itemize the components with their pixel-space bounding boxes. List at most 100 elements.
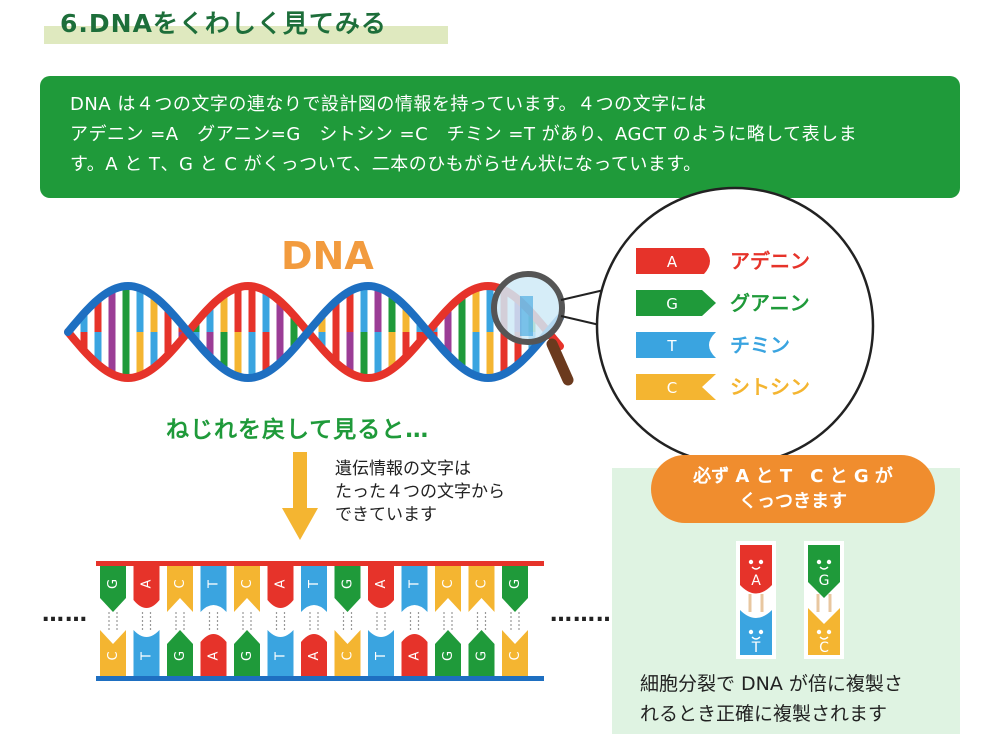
note-line-1: 遺伝情報の文字は — [335, 459, 471, 479]
bottom-base-C — [334, 630, 361, 676]
bottom-base-letter: G — [173, 651, 188, 661]
top-base-A — [133, 566, 160, 608]
top-base-G — [334, 566, 361, 612]
bottom-base-letter: A — [307, 651, 322, 660]
top-base-letter: C — [475, 579, 490, 588]
replication-text: 細胞分裂で DNA が倍に複製さ れるとき正確に複製されます — [640, 669, 903, 729]
pair-note-line-2: くっつきます — [739, 491, 847, 512]
bottom-base-letter: C — [508, 651, 523, 660]
title-highlight-band — [44, 26, 448, 44]
bottom-base-letter: G — [441, 651, 456, 661]
bottom-base-letter: G — [475, 651, 490, 661]
bottom-base-G — [435, 630, 461, 676]
pair-bottom-base-C — [808, 608, 840, 655]
replication-line-2: れるとき正確に複製されます — [640, 703, 888, 725]
top-base-T — [200, 566, 227, 612]
top-base-C — [167, 566, 193, 612]
legend-letter: G — [666, 295, 678, 313]
legend-tag-G — [636, 290, 716, 316]
bottom-base-A — [401, 634, 428, 676]
bottom-base-A — [301, 634, 327, 676]
top-base-letter: G — [341, 579, 356, 589]
top-base-A — [267, 566, 294, 608]
section-title: 6.DNAをくわしく見てみる — [38, 0, 448, 48]
legend-letter: A — [667, 253, 678, 271]
top-base-letter: G — [508, 579, 523, 589]
bottom-base-G — [468, 630, 495, 676]
legend-name: グアニン — [730, 291, 810, 315]
bottom-base-letter: G — [240, 651, 255, 661]
bottom-base-T — [368, 630, 394, 676]
top-base-T — [401, 566, 428, 612]
bottom-base-letter: A — [207, 651, 222, 660]
top-base-letter: A — [374, 579, 389, 588]
intro-box: DNA は４つの文字の連なりで設計図の情報を持っています。４つの文字には アデニ… — [40, 76, 960, 198]
legend-letter: C — [667, 379, 677, 397]
top-base-letter: A — [140, 579, 155, 588]
pair-bottom-letter: C — [819, 640, 829, 656]
top-base-G — [502, 566, 528, 612]
bottom-base-letter: T — [140, 652, 155, 661]
intro-line-1: DNA は４つの文字の連なりで設計図の情報を持っています。４つの文字には — [70, 94, 707, 115]
top-base-G — [100, 566, 126, 612]
arrow-down-icon — [282, 452, 318, 540]
bottom-base-G — [234, 630, 260, 676]
replication-line-1: 細胞分裂で DNA が倍に複製さ — [640, 673, 903, 695]
helix-strand-red — [64, 281, 564, 383]
top-base-letter: T — [408, 580, 423, 589]
bottom-base-C — [502, 630, 528, 676]
top-base-C — [234, 566, 260, 612]
bottom-base-letter: C — [341, 651, 356, 660]
legend-tag-C — [636, 374, 716, 400]
pair-bottom-base-T — [740, 610, 772, 655]
pair-top-letter: A — [751, 573, 761, 589]
pairing-rule-bubble: 必ず A と T C と G が くっつきます — [651, 455, 935, 523]
page-title: 6.DNAをくわしく見てみる — [60, 9, 387, 38]
bottom-base-T — [133, 630, 160, 676]
helix-strand-blue — [64, 281, 564, 383]
intro-line-2: アデニン =A グアニン=G シトシン =C チミン =T があり、AGCT の… — [70, 124, 858, 145]
pair-note-line-1: 必ず A と T C と G が — [693, 466, 893, 487]
bottom-base-letter: C — [106, 651, 121, 660]
note-line-3: できています — [335, 505, 437, 525]
legend-name: アデニン — [730, 249, 810, 273]
intro-line-3: す。A と T、G と C がくっついて、二本のひもがらせん状になっています。 — [70, 154, 702, 175]
bottom-base-letter: A — [408, 651, 423, 660]
top-base-letter: C — [441, 579, 456, 588]
bottom-base-T — [267, 630, 294, 676]
legend-name: チミン — [730, 333, 790, 357]
pair-bottom-letter: T — [751, 640, 761, 656]
top-base-A — [368, 566, 394, 608]
magnifier-icon — [491, 271, 605, 386]
top-base-letter: C — [173, 579, 188, 588]
ellipsis-left: …… — [42, 602, 88, 627]
bottom-base-letter: T — [274, 652, 289, 661]
legend-name: シトシン — [730, 375, 810, 399]
ellipsis-right: ……… — [550, 602, 619, 627]
pair-top-letter: G — [819, 573, 830, 589]
note-line-2: たった４つの文字から — [335, 482, 505, 502]
top-base-C — [468, 566, 495, 612]
dna-label: DNA — [281, 234, 374, 278]
top-backbone — [96, 561, 544, 566]
legend-tag-A — [636, 248, 710, 274]
top-base-letter: T — [207, 580, 222, 589]
bottom-base-G — [167, 630, 193, 676]
top-base-C — [435, 566, 461, 612]
bottom-base-C — [100, 630, 126, 676]
top-base-letter: T — [307, 580, 322, 589]
legend-letter: T — [666, 337, 677, 355]
four-letters-note: 遺伝情報の文字は たった４つの文字から できています — [335, 458, 505, 527]
untwist-caption: ねじれを戻して見ると… — [166, 417, 430, 443]
pair-top-base-G — [808, 545, 840, 598]
top-base-letter: C — [240, 579, 255, 588]
base-legend: A アデニン G グアニン T チミン C シトシン — [636, 248, 810, 400]
bottom-backbone — [96, 676, 544, 681]
bottom-base-A — [200, 634, 227, 676]
top-base-letter: G — [106, 579, 121, 589]
top-base-letter: A — [274, 579, 289, 588]
legend-tag-T — [636, 332, 716, 358]
